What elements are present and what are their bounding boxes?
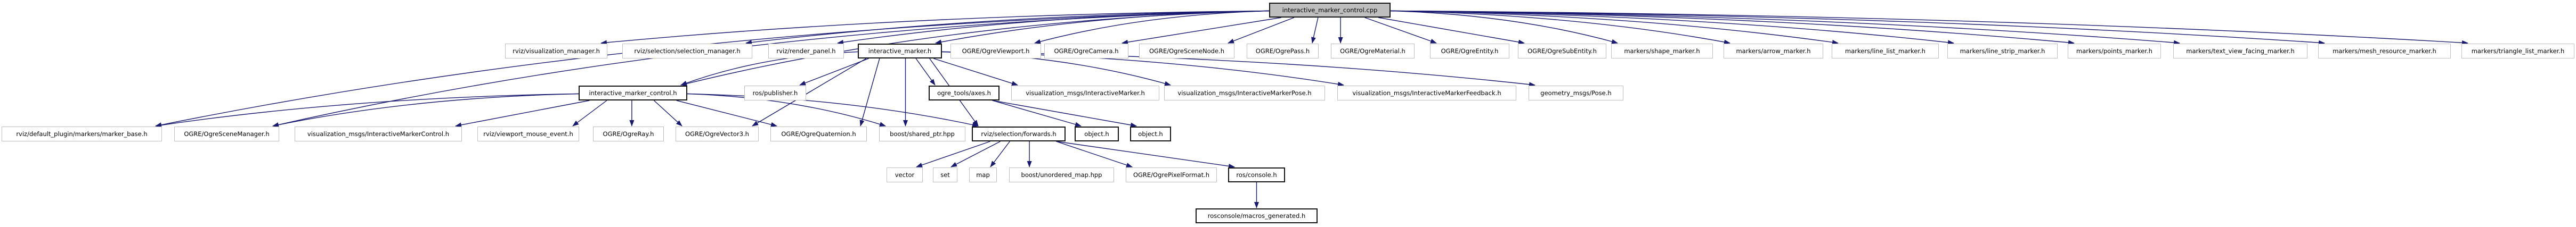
node-imp_msg[interactable]: visualization_msgs/InteractiveMarkerPose… xyxy=(1164,86,1325,100)
edge-cpp-to-shape xyxy=(1390,10,1618,44)
edge-forwards-to-vector xyxy=(916,141,990,167)
node-viewport[interactable]: OGRE/OgreViewport.h xyxy=(950,44,1041,58)
edge-forwards-to-console xyxy=(1056,141,1235,169)
node-axes[interactable]: ogre_tools/axes.h xyxy=(929,86,999,100)
edge-imc_h-to-vector3 xyxy=(654,100,682,127)
node-points[interactable]: markers/points_marker.h xyxy=(2068,44,2161,58)
edge-cpp-to-points xyxy=(1390,10,2075,45)
edge-cpp-to-camera xyxy=(1122,17,1281,45)
edge-forwards-to-set xyxy=(950,141,1001,167)
node-im_h[interactable]: interactive_marker.h xyxy=(858,44,942,58)
edge-cpp-to-sel_manager xyxy=(745,10,1270,45)
node-marker_base[interactable]: rviz/default_plugin/markers/marker_base.… xyxy=(2,127,162,141)
edge-forwards-to-pixel_format xyxy=(1056,141,1133,167)
edge-imc_h-to-marker_base xyxy=(155,93,579,128)
node-pose_msg[interactable]: geometry_msgs/Pose.h xyxy=(1529,86,1623,100)
edge-cpp-to-subentity xyxy=(1378,17,1525,45)
edge-cpp-to-entity xyxy=(1364,17,1437,44)
node-forwards[interactable]: rviz/selection/forwards.h xyxy=(972,127,1066,141)
node-shared_ptr[interactable]: boost/shared_ptr.hpp xyxy=(879,127,965,141)
node-vector[interactable]: vector xyxy=(887,167,923,182)
edge-axes-to-object2 xyxy=(992,100,1137,128)
edge-cpp-to-scene_node xyxy=(1228,17,1295,44)
node-line_list[interactable]: markers/line_list_marker.h xyxy=(1832,44,1939,58)
edge-imc_h-to-viewport_mouse xyxy=(572,100,607,127)
node-entity[interactable]: OGRE/OgreEntity.h xyxy=(1430,44,1509,58)
edge-im_h-to-publisher xyxy=(799,58,869,86)
edge-im_h-to-quaternion xyxy=(859,58,880,127)
node-vector3[interactable]: OGRE/OgreVector3.h xyxy=(676,127,759,141)
node-quaternion[interactable]: OGRE/OgreQuaternion.h xyxy=(770,127,867,141)
edge-cpp-to-arrow_m xyxy=(1390,10,1730,45)
edge-cpp-to-im_h xyxy=(935,10,1270,45)
node-imc_h[interactable]: interactive_marker_control.h xyxy=(579,86,687,100)
edge-forwards-to-map xyxy=(990,141,1010,167)
edge-im_h-to-im_msg xyxy=(933,58,1018,86)
node-macros_generated[interactable]: rosconsole/macros_generated.h xyxy=(1196,208,1318,223)
node-scene_node[interactable]: OGRE/OgreSceneNode.h xyxy=(1139,44,1234,58)
node-shape[interactable]: markers/shape_marker.h xyxy=(1611,44,1713,58)
edge-imc_h-to-scene_manager xyxy=(272,93,579,128)
node-pixel_format[interactable]: OGRE/OgrePixelFormat.h xyxy=(1126,167,1217,182)
edge-cpp-to-line_list xyxy=(1390,10,1839,45)
edge-imc_h-to-imcontrol_msg xyxy=(455,100,590,128)
node-im_msg[interactable]: visualization_msgs/InteractiveMarker.h xyxy=(1011,86,1159,100)
node-ray[interactable]: OGRE/OgreRay.h xyxy=(593,127,664,141)
edge-imc_h-to-shared_ptr xyxy=(687,93,886,127)
node-render_panel[interactable]: rviz/render_panel.h xyxy=(768,44,844,58)
node-mesh_resource[interactable]: markers/mesh_resource_marker.h xyxy=(2318,44,2451,58)
node-set[interactable]: set xyxy=(933,167,957,182)
edge-axes-to-object1 xyxy=(992,100,1082,127)
node-text_view[interactable]: markers/text_view_facing_marker.h xyxy=(2173,44,2307,58)
node-arrow_m[interactable]: markers/arrow_marker.h xyxy=(1724,44,1823,58)
node-material[interactable]: OGRE/OgreMaterial.h xyxy=(1331,44,1415,58)
node-line_strip[interactable]: markers/line_strip_marker.h xyxy=(1947,44,2058,58)
node-object1[interactable]: object.h xyxy=(1075,127,1119,141)
node-imf_msg[interactable]: visualization_msgs/InteractiveMarkerFeed… xyxy=(1337,86,1516,100)
edge-cpp-to-vis_manager xyxy=(600,10,1270,45)
node-scene_manager[interactable]: OGRE/OgreSceneManager.h xyxy=(174,127,279,141)
node-subentity[interactable]: OGRE/OgreSubEntity.h xyxy=(1518,44,1606,58)
edge-cpp-to-viewport xyxy=(1034,10,1270,44)
node-object2[interactable]: object.h xyxy=(1130,127,1171,141)
node-camera[interactable]: OGRE/OgreCamera.h xyxy=(1044,44,1128,58)
edge-cpp-to-render_panel xyxy=(837,10,1270,45)
edge-im_h-to-vector3 xyxy=(752,58,867,127)
edge-cpp-to-scene_manager xyxy=(272,10,1270,127)
edge-cpp-to-triangle_list xyxy=(1390,10,2468,45)
node-console[interactable]: ros/console.h xyxy=(1228,167,1285,182)
node-unordered_map[interactable]: boost/unordered_map.hpp xyxy=(1009,167,1114,182)
edge-cpp-to-line_strip xyxy=(1390,10,1954,45)
edge-cpp-to-pass xyxy=(1311,17,1319,44)
edge-im_h-to-axes xyxy=(915,58,936,86)
edge-imc_h-to-forwards xyxy=(687,93,979,128)
node-viewport_mouse[interactable]: rviz/viewport_mouse_event.h xyxy=(477,127,579,141)
node-cpp[interactable]: interactive_marker_control.cpp xyxy=(1269,3,1391,18)
node-pass[interactable]: OGRE/OgrePass.h xyxy=(1247,44,1319,58)
node-map[interactable]: map xyxy=(969,167,997,182)
node-publisher[interactable]: ros/publisher.h xyxy=(744,86,806,100)
node-vis_manager[interactable]: rviz/visualization_manager.h xyxy=(505,44,607,58)
node-sel_manager[interactable]: rviz/selection/selection_manager.h xyxy=(622,44,752,58)
node-imcontrol_msg[interactable]: visualization_msgs/InteractiveMarkerCont… xyxy=(295,127,462,141)
node-triangle_list[interactable]: markers/triangle_list_marker.h xyxy=(2461,44,2574,58)
edge-imc_h-to-quaternion xyxy=(676,100,777,127)
